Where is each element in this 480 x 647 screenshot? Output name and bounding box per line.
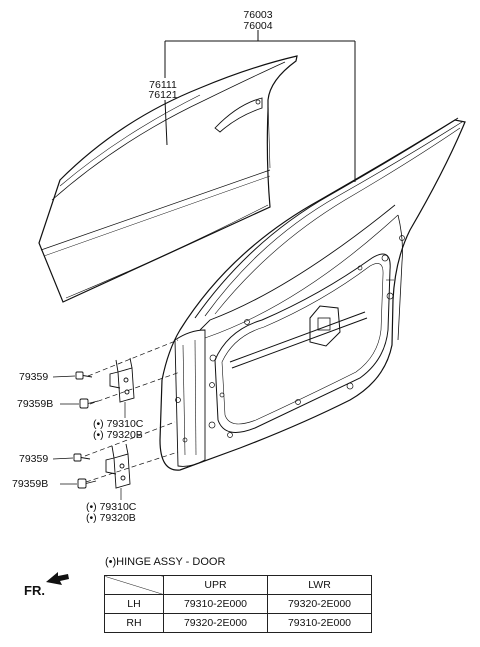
- hinge-assy-note: (•)HINGE ASSY - DOOR: [105, 556, 226, 568]
- label-door-assy-76003: 76003: [243, 9, 273, 21]
- table-cell-lwr: 79320-2E000: [267, 594, 372, 614]
- inner-door-holes: [175, 235, 405, 443]
- bolt-79359-upper: [75, 371, 93, 380]
- label-bolt-79359-lower: 79359: [19, 453, 49, 465]
- inner-door-frame: [159, 117, 466, 471]
- upper-hinge: [109, 357, 135, 403]
- label-outer-panel-76111: 76111: [149, 79, 177, 91]
- table-cell-lwr: 79310-2E000: [267, 613, 372, 633]
- table-cell-upr: 79320-2E000: [163, 613, 268, 633]
- label-door-assy-76004: 76004: [243, 20, 273, 32]
- table-row: RH 79320-2E000 79310-2E000: [104, 613, 372, 633]
- bolt-79359-lower: [73, 453, 91, 462]
- label-hinge-79310c-lower: (•) 79310C: [86, 501, 137, 513]
- table-cell-side: RH: [104, 613, 164, 633]
- hinge-assy-table: UPR LWR LH 79310-2E000 79320-2E000 RH 79…: [104, 575, 372, 633]
- outer-panel-leader: [164, 99, 168, 146]
- table-corner-cell: [104, 575, 164, 595]
- front-direction-arrow-icon: [46, 572, 69, 585]
- table-cell-side: LH: [104, 594, 164, 614]
- part-leaders: [52, 375, 126, 500]
- table-row: LH 79310-2E000 79320-2E000: [104, 594, 372, 614]
- table-header-lwr: LWR: [267, 575, 372, 595]
- label-bolt-79359b-lower: 79359B: [12, 478, 49, 490]
- door-assy-leader: [164, 30, 356, 182]
- alignment-lines: [84, 339, 181, 483]
- label-bolt-79359-upper: 79359: [19, 371, 49, 383]
- table-cell-upr: 79310-2E000: [163, 594, 268, 614]
- label-outer-panel-76121: 76121: [148, 89, 178, 101]
- lower-hinge: [105, 443, 131, 489]
- front-direction-label: FR.: [24, 583, 45, 598]
- label-bolt-79359b-upper: 79359B: [17, 398, 54, 410]
- label-hinge-79320b-lower: (•) 79320B: [86, 512, 136, 524]
- label-hinge-79310c-upper: (•) 79310C: [93, 418, 144, 430]
- bolt-79359b-lower: [77, 478, 97, 489]
- table-header-row: UPR LWR: [104, 575, 372, 595]
- table-header-upr: UPR: [163, 575, 268, 595]
- outer-door-panel: [38, 55, 298, 303]
- label-hinge-79320b-upper: (•) 79320B: [93, 429, 143, 441]
- bolt-79359b-upper: [79, 398, 99, 409]
